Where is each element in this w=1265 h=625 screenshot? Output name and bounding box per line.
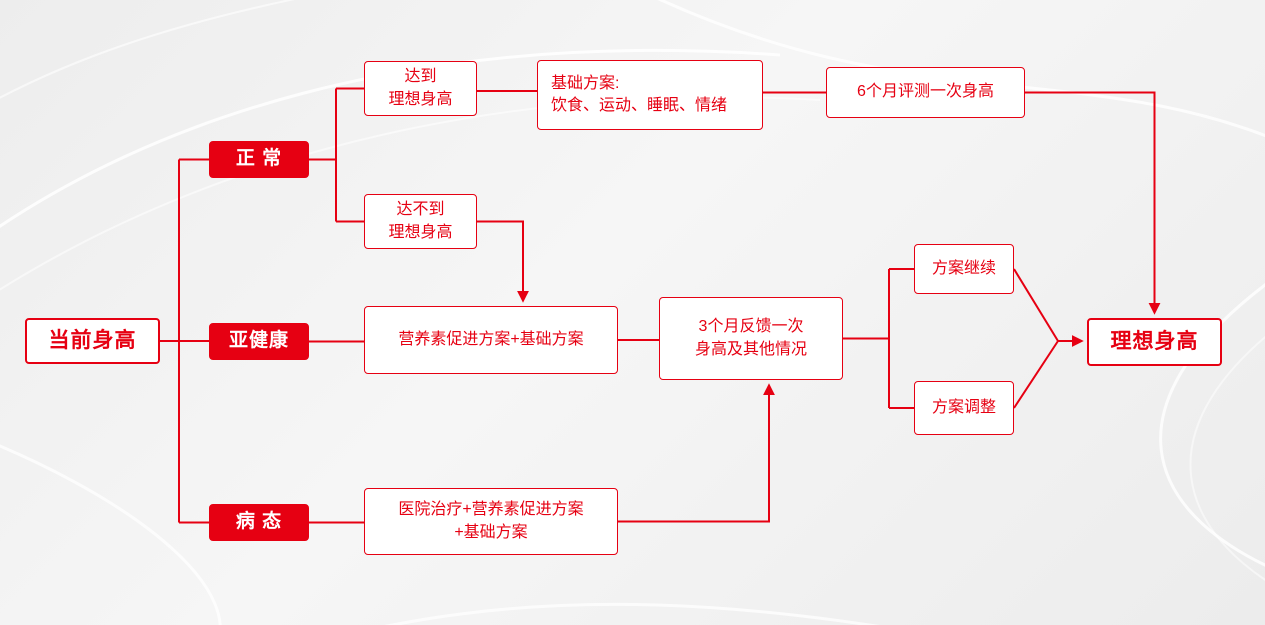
- node-pathological: 病 态: [209, 504, 309, 541]
- node-ideal-height: 理想身高: [1087, 318, 1222, 366]
- node-six-month-eval-label: 6个月评测一次身高: [857, 83, 994, 101]
- node-not-reach-ideal-height: 达不到 理想身高: [364, 194, 477, 249]
- node-hospital-plan-line2: +基础方案: [454, 523, 528, 541]
- node-nutrient-plan: 营养素促进方案+基础方案: [364, 306, 618, 374]
- node-normal: 正 常: [209, 141, 309, 178]
- node-not-reach-ideal-line2: 理想身高: [388, 223, 453, 241]
- node-plan-continue-label: 方案继续: [931, 259, 996, 277]
- node-current-height: 当前身高: [25, 318, 160, 364]
- node-reach-ideal-height: 达到 理想身高: [364, 61, 477, 116]
- node-pathological-label: 病 态: [235, 511, 283, 533]
- node-nutrient-plan-label: 营养素促进方案+基础方案: [398, 330, 584, 348]
- node-basic-plan-line2: 饮食、运动、睡眠、情绪: [551, 97, 728, 114]
- node-reach-ideal-line1: 达到: [404, 68, 437, 86]
- node-basic-plan-line1: 基础方案:: [551, 74, 620, 92]
- node-ideal-height-label: 理想身高: [1110, 330, 1199, 354]
- node-hospital-plan-line1: 医院治疗+营养素促进方案: [398, 501, 584, 519]
- node-three-month-feedback-line1: 3个月反馈一次: [698, 318, 804, 336]
- node-subhealth-label: 亚健康: [228, 330, 289, 352]
- node-plan-adjust: 方案调整: [914, 381, 1014, 435]
- node-basic-plan: 基础方案: 饮食、运动、睡眠、情绪: [537, 60, 763, 130]
- node-reach-ideal-line2: 理想身高: [388, 90, 453, 108]
- node-six-month-eval: 6个月评测一次身高: [826, 67, 1025, 118]
- node-three-month-feedback-line2: 身高及其他情况: [694, 340, 807, 358]
- node-normal-label: 正 常: [235, 148, 283, 170]
- node-current-height-label: 当前身高: [48, 329, 137, 353]
- node-hospital-plan: 医院治疗+营养素促进方案 +基础方案: [364, 488, 618, 555]
- node-three-month-feedback: 3个月反馈一次 身高及其他情况: [659, 297, 843, 380]
- node-plan-continue: 方案继续: [914, 244, 1014, 294]
- node-not-reach-ideal-line1: 达不到: [396, 201, 445, 219]
- node-plan-adjust-label: 方案调整: [931, 398, 996, 416]
- node-subhealth: 亚健康: [209, 323, 309, 360]
